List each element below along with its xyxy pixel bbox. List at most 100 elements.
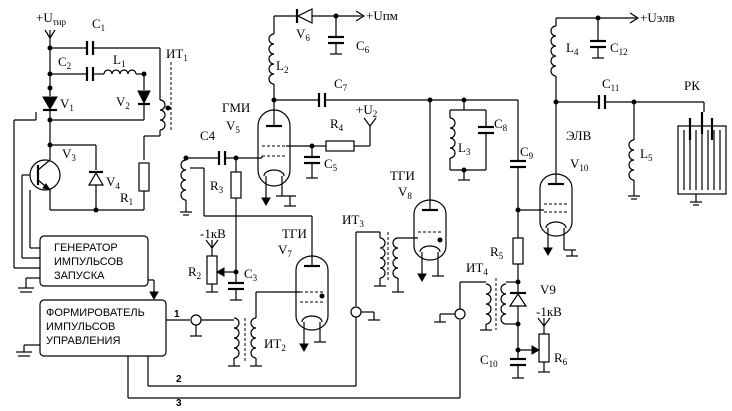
elv-label: ЭЛВ bbox=[566, 128, 592, 143]
tube-v10 bbox=[539, 173, 573, 242]
inductor-l1-label: L1 bbox=[113, 52, 125, 69]
capacitor-c6-label: C6 bbox=[356, 38, 370, 55]
transformer-it2-label: ИТ2 bbox=[264, 336, 286, 353]
tgi-lower-label: ТГИ bbox=[282, 226, 307, 241]
capacitor-c3 bbox=[228, 281, 244, 291]
diode-v9-label: V9 bbox=[540, 282, 556, 297]
transformer-it2 bbox=[233, 317, 257, 362]
supply-uelv-label: +Uэлв bbox=[640, 10, 675, 25]
capacitor-c8-label: C8 bbox=[494, 116, 508, 133]
inductor-l2 bbox=[268, 33, 275, 85]
potentiometer-r2-label: R2 bbox=[188, 264, 201, 281]
minus-1kv-right-label: -1кВ bbox=[536, 304, 562, 319]
diode-v2 bbox=[137, 90, 151, 106]
inductor-l5 bbox=[628, 139, 635, 181]
minus-1kv-left-label: -1кВ bbox=[200, 226, 226, 241]
transformer-it3 bbox=[379, 232, 399, 282]
potentiometer-r2 bbox=[206, 255, 236, 285]
supply-u2-label: +U2 bbox=[356, 102, 377, 119]
transformer-it3-label: ИТ3 bbox=[342, 212, 364, 229]
generator-line-1: ГЕНЕРАТОР bbox=[54, 242, 118, 254]
capacitor-c9 bbox=[510, 159, 526, 169]
resistor-r1 bbox=[138, 162, 150, 192]
capacitor-c5-label: C5 bbox=[324, 156, 338, 173]
inductor-l2-label: L2 bbox=[276, 58, 288, 75]
capacitor-c6 bbox=[328, 35, 344, 45]
diode-v6 bbox=[295, 8, 313, 24]
diode-v9 bbox=[508, 291, 528, 307]
inductor-l5-label: L5 bbox=[640, 146, 653, 163]
capacitor-c12-label: C12 bbox=[610, 40, 628, 57]
capacitor-c7 bbox=[317, 93, 327, 107]
resistor-r1-label: R1 bbox=[120, 190, 133, 207]
resistor-r5-label: R5 bbox=[490, 244, 504, 261]
inductor-l3 bbox=[449, 117, 456, 159]
former-line-2: ИМПУЛЬСОВ bbox=[46, 321, 115, 333]
generator-line-3: ЗАПУСКА bbox=[54, 270, 105, 282]
coax-connector bbox=[190, 314, 202, 326]
supply-utir-label: +Uтир bbox=[36, 10, 66, 27]
inductor-l3-label: L3 bbox=[458, 140, 471, 157]
supply-upm-label: +Uпм bbox=[366, 8, 398, 23]
gmi-label: ГМИ bbox=[222, 100, 250, 115]
resistor-r4-label: R4 bbox=[330, 116, 344, 133]
transistor-v3-label: V3 bbox=[62, 146, 76, 163]
capacitor-c9-label: C9 bbox=[520, 144, 534, 161]
capacitor-c2-label: C2 bbox=[58, 54, 71, 71]
supply-utir-terminal bbox=[44, 29, 56, 40]
diode-v2-label: V2 bbox=[116, 94, 130, 111]
diode-v1 bbox=[42, 96, 58, 112]
resistor-r3 bbox=[230, 171, 242, 199]
capacitor-c11-label: C11 bbox=[602, 76, 619, 93]
transformer-it4-label: ИТ4 bbox=[466, 260, 488, 277]
generator-block: ГЕНЕРАТОР ИМПУЛЬСОВ ЗАПУСКА bbox=[39, 235, 149, 287]
resonator-rk bbox=[677, 112, 727, 195]
capacitor-c1-label: C1 bbox=[92, 16, 105, 33]
capacitor-c2 bbox=[85, 67, 95, 81]
former-line-3: УПРАВЛЕНИЯ bbox=[46, 335, 120, 347]
resistor-r5 bbox=[512, 237, 524, 265]
former-block: ФОРМИРОВАТЕЛЬ ИМПУЛЬСОВ УПРАВЛЕНИЯ bbox=[39, 299, 167, 357]
inductor-l4-label: L4 bbox=[566, 40, 579, 57]
capacitor-c10 bbox=[510, 357, 526, 367]
capacitor-c7-label: C7 bbox=[334, 76, 348, 93]
tgi-upper-label: ТГИ bbox=[390, 168, 415, 183]
line-2-label: 2 bbox=[176, 374, 182, 385]
diode-v6-label: V6 bbox=[296, 26, 310, 43]
capacitor-c8 bbox=[478, 125, 494, 135]
line-1-label: 1 bbox=[174, 309, 180, 320]
tube-v5-label: V5 bbox=[226, 118, 240, 135]
inductor-l4 bbox=[550, 25, 557, 77]
capacitor-c4-label: C4 bbox=[200, 128, 216, 143]
diode-v4-label: V4 bbox=[106, 174, 120, 191]
resistor-r4 bbox=[325, 140, 355, 152]
transformer-it1 bbox=[159, 62, 172, 131]
potentiometer-r6-label: R6 bbox=[554, 350, 568, 367]
generator-line-2: ИМПУЛЬСОВ bbox=[54, 256, 123, 268]
resistor-r3-label: R3 bbox=[210, 178, 224, 195]
capacitor-c5 bbox=[304, 155, 320, 165]
transformer-it1-label: ИТ1 bbox=[166, 46, 188, 63]
input-transformer bbox=[180, 155, 192, 216]
line-3-label: 3 bbox=[176, 398, 182, 409]
capacitor-c10-label: C10 bbox=[480, 352, 498, 369]
former-line-1: ФОРМИРОВАТЕЛЬ bbox=[46, 307, 145, 319]
capacitor-c4 bbox=[217, 151, 227, 165]
inductor-l1 bbox=[103, 69, 137, 75]
diode-v4 bbox=[87, 170, 105, 186]
tube-v7 bbox=[295, 255, 329, 336]
diode-v1-label: V1 bbox=[60, 96, 74, 113]
tube-v8-label: V8 bbox=[398, 184, 412, 201]
potentiometer-r6 bbox=[518, 333, 550, 363]
transistor-v3 bbox=[29, 159, 61, 191]
transformer-it4 bbox=[485, 278, 507, 330]
coax-connector bbox=[350, 306, 362, 318]
coax-connector bbox=[454, 308, 466, 320]
resonator-rk-label: РК bbox=[684, 78, 700, 93]
tube-v7-label: V7 bbox=[278, 242, 292, 259]
capacitor-c11 bbox=[597, 95, 607, 109]
tube-v10-label: V10 bbox=[570, 156, 589, 173]
capacitor-c1 bbox=[85, 41, 95, 55]
